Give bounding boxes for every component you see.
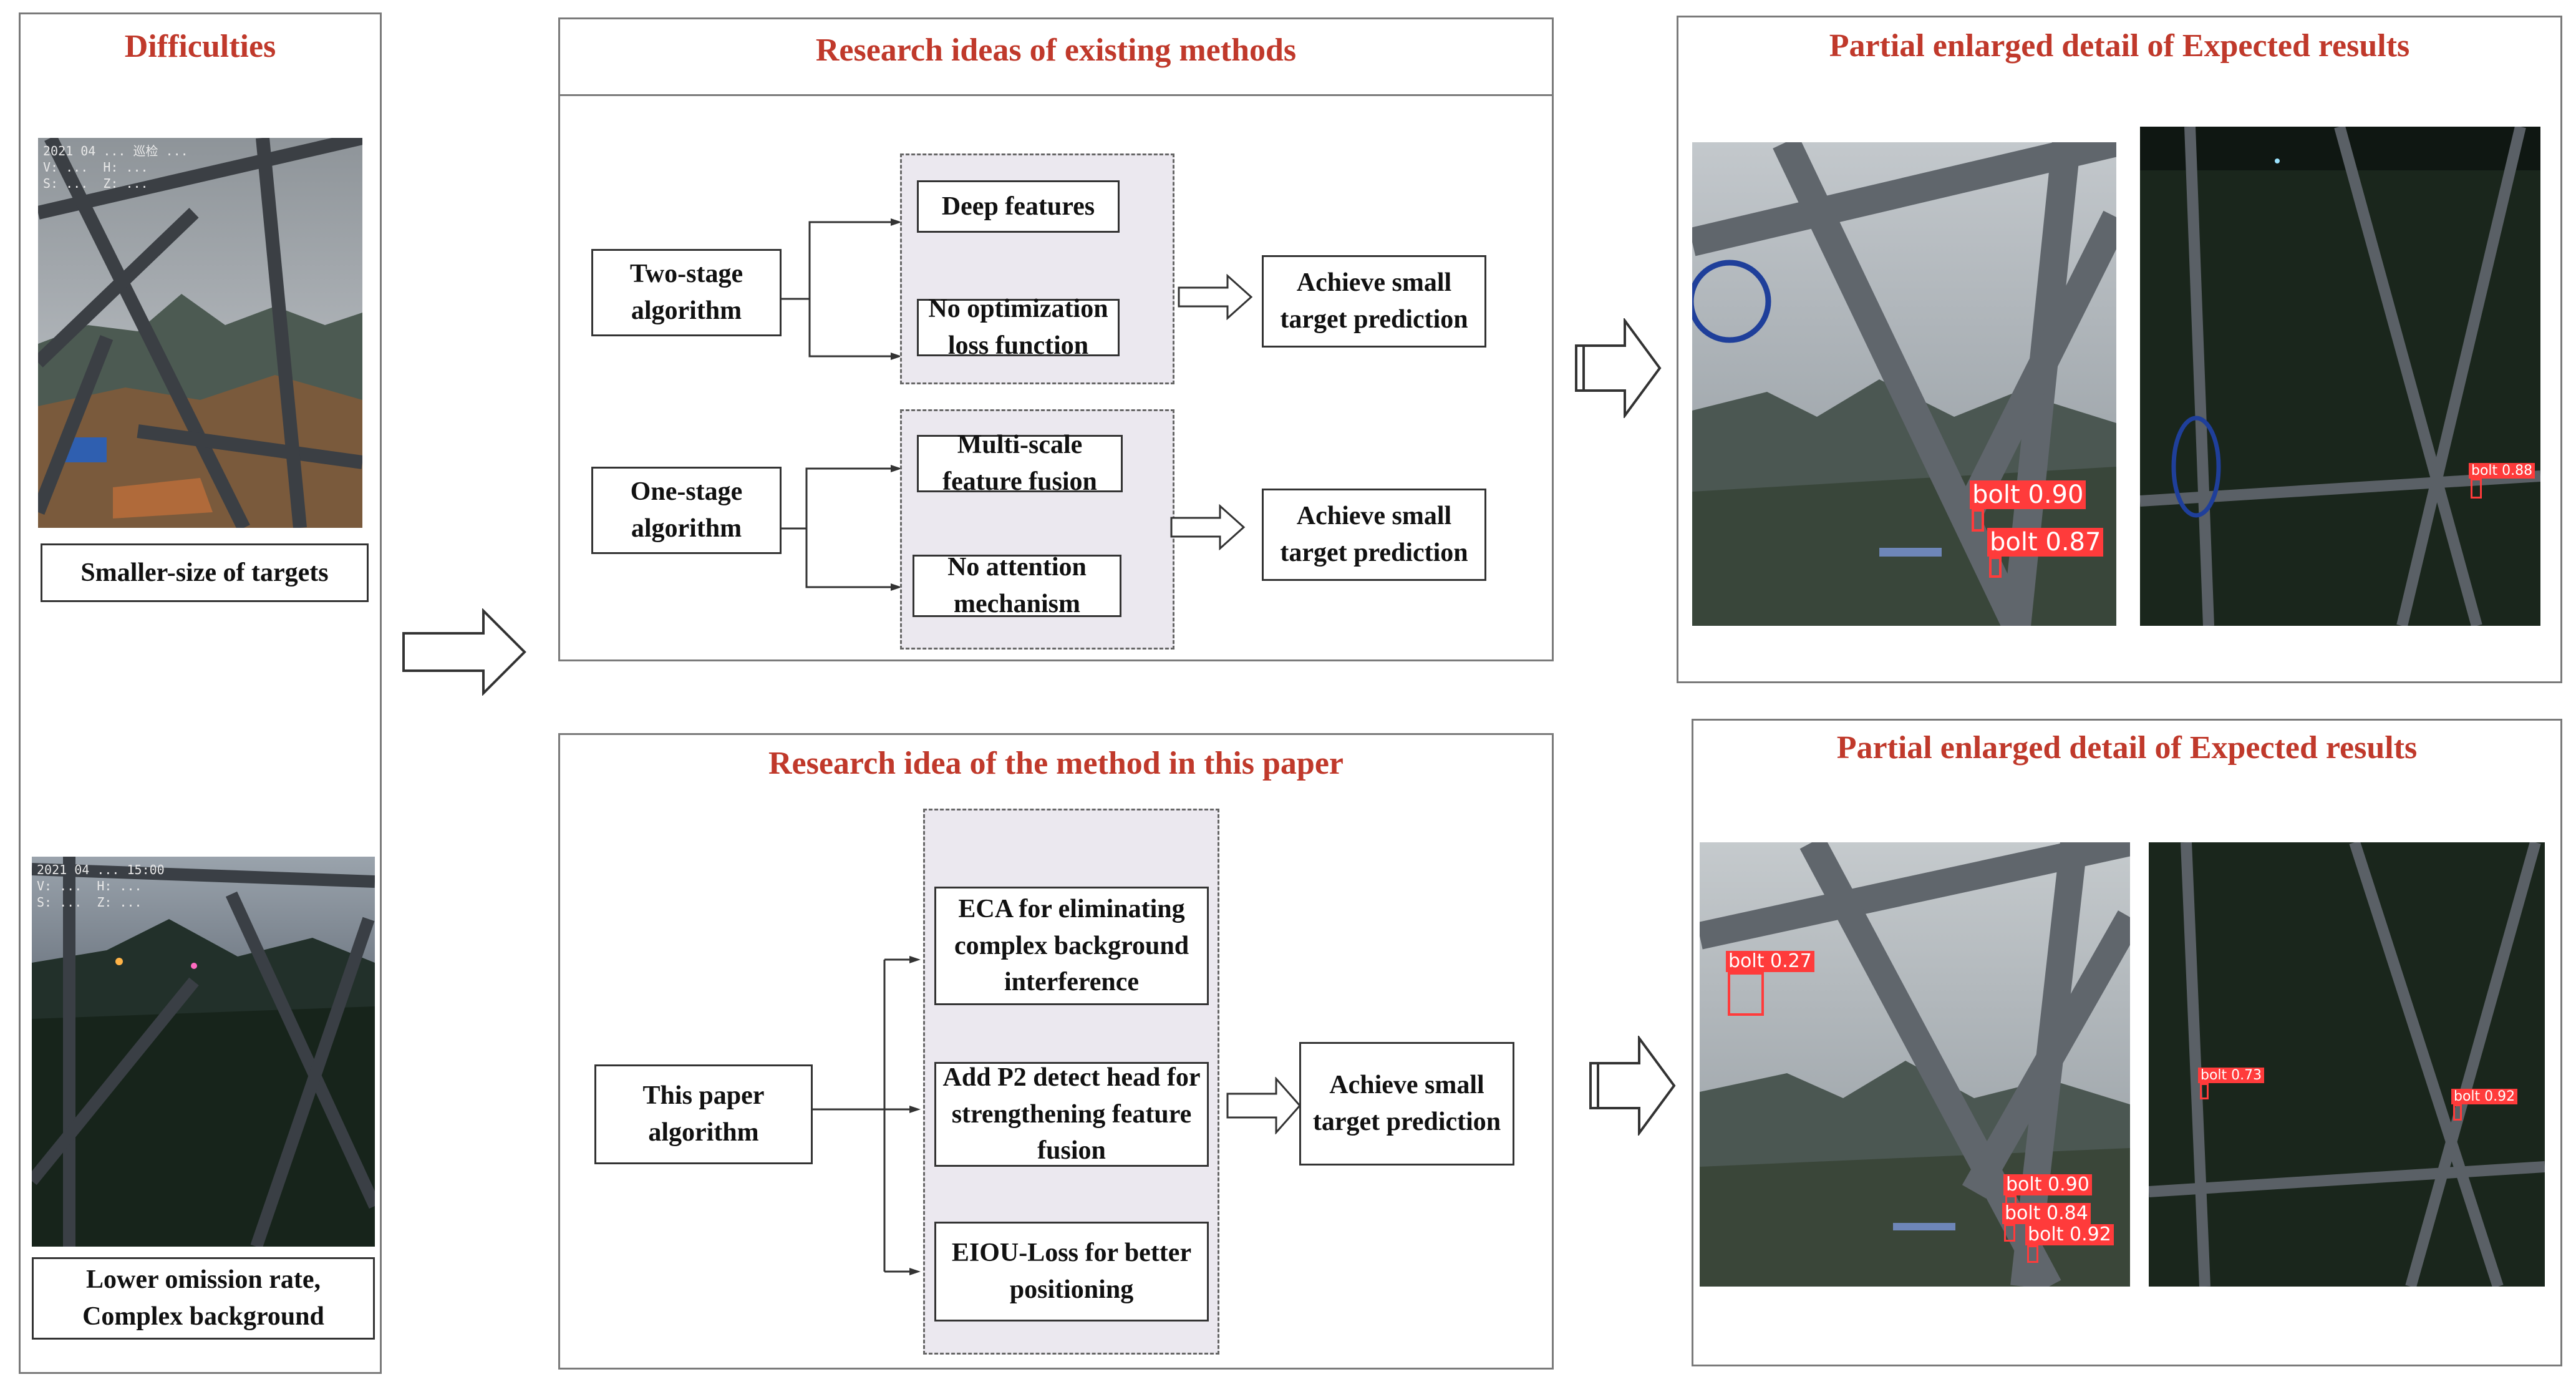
detection-box: bolt 0.84: [2002, 1202, 2091, 1242]
detection-box: bolt 0.73: [2198, 1067, 2265, 1099]
detection-box: bolt 0.90: [1970, 480, 2086, 532]
achieve-box-1: Achieve small target prediction: [1262, 255, 1486, 348]
detection-box: bolt 0.90: [2003, 1174, 2092, 1213]
detection-box: bolt 0.87: [1987, 528, 2104, 578]
existing-methods-panel: Research ideas of existing methods Two-s…: [558, 17, 1554, 661]
arrow-existing-2-icon: [1170, 504, 1246, 550]
tower-photo-top: 2021 04 ... 巡检 ... V: ... H: ... S: ... …: [38, 138, 362, 528]
connector-lines-proposed: [560, 735, 1556, 1371]
detection-box: bolt 0.88: [2469, 462, 2535, 499]
no-optimization-box: No optimization loss function: [917, 294, 1120, 360]
tower-photo-bottom: 2021 04 ... 15:00 V: ... H: ... S: ... Z…: [32, 857, 375, 1247]
results-bottom-panel: Partial enlarged detail of Expected resu…: [1692, 719, 2562, 1366]
achieve-box-proposed: Achieve small target prediction: [1299, 1042, 1514, 1166]
proposed-method-title: Research idea of the method in this pape…: [768, 746, 1344, 781]
results-bottom-title: Partial enlarged detail of Expected resu…: [1836, 730, 2418, 766]
connector-lines-existing: [560, 19, 1556, 663]
eiou-box: EIOU-Loss for better positioning: [934, 1222, 1209, 1321]
eca-box: ECA for eliminating complex background i…: [934, 887, 1209, 1005]
result-photo-top-left: bolt 0.90 bolt 0.87: [1692, 142, 2116, 626]
photo-stamp-bottom: 2021 04 ... 15:00 V: ... H: ... S: ... Z…: [37, 862, 165, 910]
two-stage-box: Two-stage algorithm: [591, 249, 782, 336]
this-paper-box: This paper algorithm: [594, 1064, 813, 1164]
caption-smaller-size: Smaller-size of targets: [41, 543, 369, 602]
big-arrow-right-icon: [402, 608, 527, 696]
multi-scale-box: Multi-scale feature fusion: [917, 431, 1123, 496]
proposed-method-panel: Research idea of the method in this pape…: [558, 733, 1554, 1370]
p2-head-box: Add P2 detect head for strengthening fea…: [934, 1062, 1209, 1167]
arrow-to-results-bottom-icon: [1589, 1036, 1677, 1136]
one-stage-box: One-stage algorithm: [591, 467, 782, 554]
detection-box: bolt 0.92: [2025, 1224, 2114, 1263]
results-top-panel: Partial enlarged detail of Expected resu…: [1677, 16, 2562, 683]
detection-box: bolt 0.92: [2451, 1088, 2518, 1121]
photo-stamp-top: 2021 04 ... 巡检 ... V: ... H: ... S: ... …: [43, 144, 188, 191]
existing-methods-title: Research ideas of existing methods: [815, 32, 1297, 68]
no-attention-box: No attention mechanism: [913, 553, 1121, 618]
caption-lower-omission: Lower omission rate, Complex background: [32, 1257, 375, 1340]
arrow-to-results-top-icon: [1575, 318, 1662, 418]
result-photo-bottom-right: bolt 0.73 bolt 0.92: [2149, 842, 2545, 1287]
arrow-proposed-icon: [1226, 1077, 1302, 1134]
result-photo-bottom-left: bolt 0.27 bolt 0.90 bolt 0.84 bolt 0.92: [1700, 842, 2130, 1287]
deep-features-box: Deep features: [917, 180, 1120, 233]
results-top-title: Partial enlarged detail of Expected resu…: [1829, 28, 2410, 64]
achieve-box-2: Achieve small target prediction: [1262, 489, 1486, 581]
arrow-existing-1-icon: [1178, 274, 1254, 320]
difficulties-panel: Difficulties 2021 04 ... 巡检 ... V: ... H…: [19, 12, 382, 1374]
detection-box: bolt 0.27: [1726, 950, 1814, 1016]
difficulties-title: Difficulties: [124, 29, 276, 64]
result-photo-top-right: bolt 0.88: [2140, 127, 2540, 626]
